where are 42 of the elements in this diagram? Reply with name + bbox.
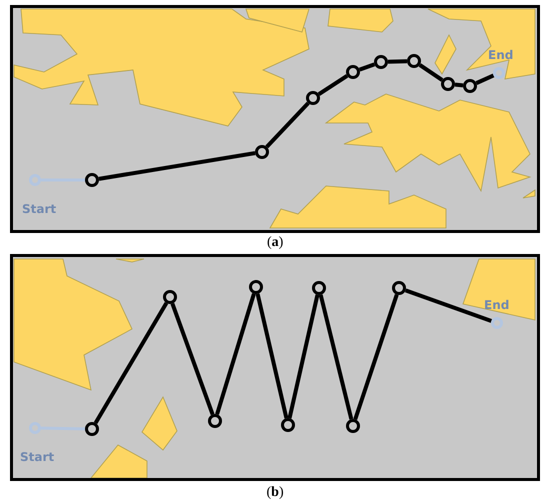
waypoint-marker <box>163 290 177 304</box>
path-segment <box>418 63 444 82</box>
waypoint-marker <box>312 281 326 295</box>
path-segment <box>215 293 256 415</box>
path-segment <box>98 151 256 181</box>
path-segment <box>288 294 320 419</box>
path-segment <box>94 302 168 424</box>
path-segment <box>358 62 376 72</box>
waypoint-marker <box>85 173 99 187</box>
endpoint-marker <box>29 174 41 186</box>
waypoint-marker <box>407 54 421 68</box>
path-segment <box>256 293 288 419</box>
panel-caption: (a) <box>267 235 284 251</box>
waypoint-marker <box>374 55 388 69</box>
endpoint-label: End <box>484 298 510 312</box>
waypoint-marker <box>255 145 269 159</box>
waypoint-marker <box>281 418 295 432</box>
waypoint-marker <box>346 65 360 79</box>
path-segment <box>318 294 354 420</box>
path-segment <box>388 59 408 64</box>
path-segment <box>170 302 214 416</box>
waypoint-marker <box>346 419 360 433</box>
panel-caption: (b) <box>266 485 284 501</box>
endpoint-label: End <box>488 48 514 62</box>
path-segment <box>265 102 310 148</box>
waypoint-marker <box>208 414 222 428</box>
waypoint-marker <box>85 422 99 436</box>
waypoint-marker <box>392 281 406 295</box>
waypoint-marker <box>306 91 320 105</box>
path-segment <box>353 294 399 420</box>
endpoint-label: Start <box>20 450 54 464</box>
waypoint-marker <box>249 280 263 294</box>
path-segment <box>454 82 464 88</box>
waypoint-marker <box>441 77 455 91</box>
path-segment <box>476 74 494 85</box>
endpoint-marker <box>29 422 41 434</box>
waypoint-marker <box>463 79 477 93</box>
endpoint-marker <box>491 317 503 329</box>
endpoint-label: Start <box>22 202 56 216</box>
endpoint-marker <box>493 67 505 79</box>
path-segment <box>404 288 492 323</box>
path-segment <box>318 74 348 96</box>
